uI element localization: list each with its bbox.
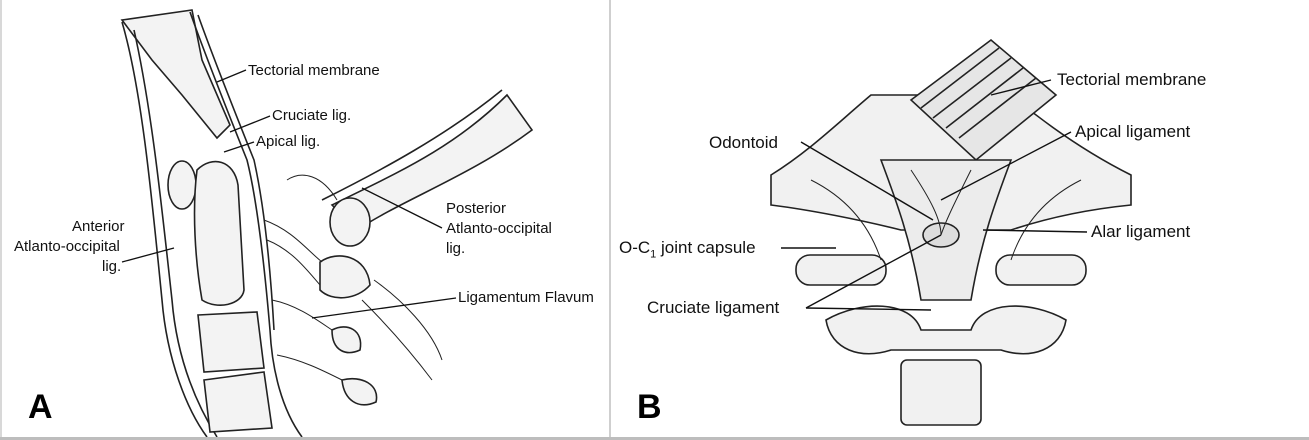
- posterior-view-illustration: [611, 0, 1309, 440]
- c2-spinous: [320, 256, 370, 298]
- leader-anterior: [122, 248, 174, 262]
- anterior-arch-atlas: [168, 161, 196, 209]
- label-anterior-line3: lig.: [102, 258, 121, 276]
- label-alar-ligament: Alar ligament: [1091, 222, 1190, 242]
- label-tectorial-membrane: Tectorial membrane: [248, 62, 380, 80]
- leader-flavum: [312, 298, 456, 318]
- c3-body: [901, 360, 981, 425]
- label-odontoid: Odontoid: [709, 133, 778, 153]
- label-joint-capsule: O-C1 joint capsule: [619, 238, 756, 264]
- label-apical-lig: Apical lig.: [256, 133, 320, 151]
- leader-alar: [983, 230, 1087, 232]
- leader-cruciate-2: [806, 308, 931, 310]
- label-posterior-line2: Atlanto-occipital: [446, 220, 552, 238]
- label-cruciate-lig: Cruciate lig.: [272, 107, 351, 125]
- c4-lamina: [342, 379, 377, 405]
- label-posterior-line3: lig.: [446, 240, 465, 258]
- lateral-mass-left: [796, 255, 886, 285]
- leader-cruciate: [230, 116, 270, 132]
- lateral-mass-right: [996, 255, 1086, 285]
- joint-capsule-prefix: O-C: [619, 238, 650, 257]
- panel-b-letter: B: [637, 388, 662, 427]
- label-posterior-line1: Posterior: [446, 200, 506, 218]
- panel-b-posterior-diagram: Tectorial membrane Apical ligament Odont…: [609, 0, 1309, 440]
- label-ligamentum-flavum: Ligamentum Flavum: [458, 289, 594, 307]
- label-apical-ligament: Apical ligament: [1075, 122, 1190, 142]
- label-cruciate-ligament: Cruciate ligament: [647, 298, 779, 318]
- label-anterior-line2: Atlanto-occipital: [14, 238, 120, 256]
- c3-lamina: [332, 327, 361, 353]
- c2-vertebra: [826, 306, 1066, 354]
- label-tectorial-membrane-b: Tectorial membrane: [1057, 70, 1206, 90]
- label-anterior-line1: Anterior: [72, 218, 125, 236]
- c2-body: [195, 162, 244, 306]
- joint-capsule-suffix: joint capsule: [656, 238, 755, 257]
- panel-a-letter: A: [28, 388, 53, 427]
- posterior-arch-atlas: [330, 198, 370, 246]
- c3-body: [198, 312, 264, 372]
- panel-a-sagittal-diagram: Tectorial membrane Cruciate lig. Apical …: [0, 0, 609, 440]
- c4-body: [204, 372, 272, 432]
